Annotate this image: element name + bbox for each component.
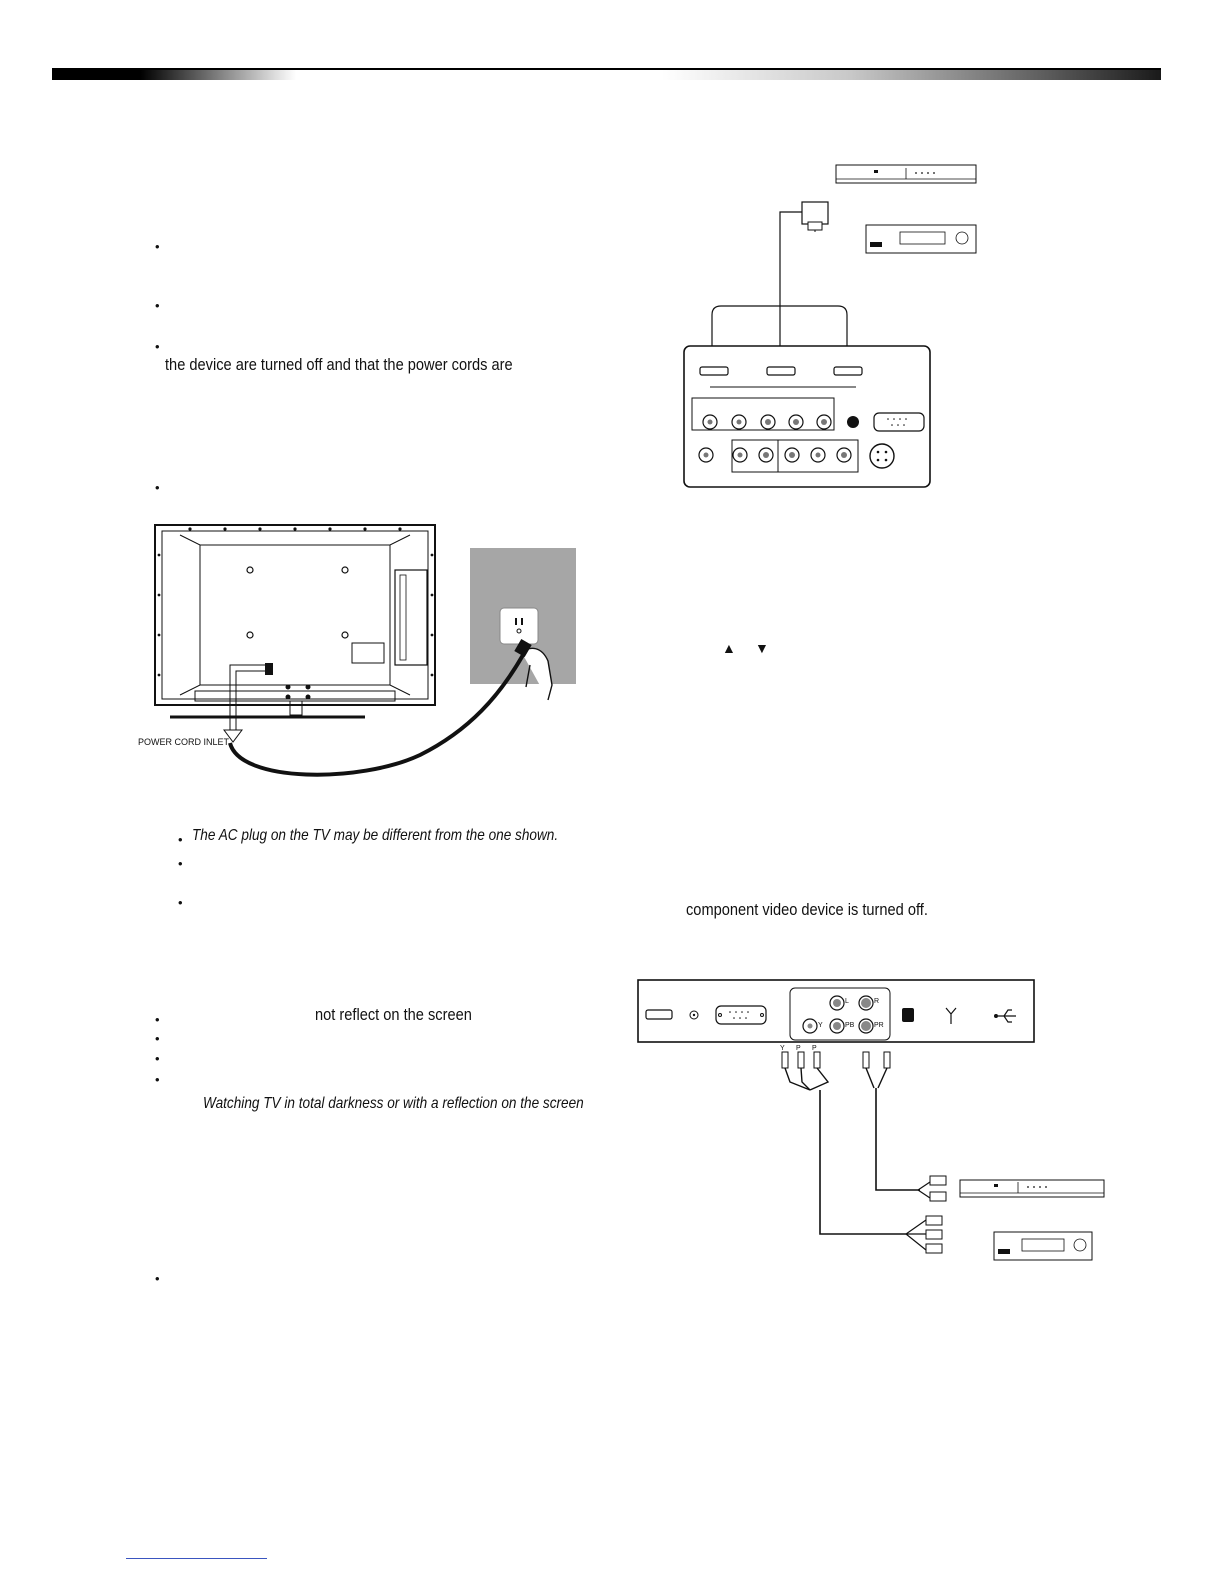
label-audio-right: R: [874, 998, 880, 1005]
bullet: •: [155, 1271, 160, 1286]
bullet: •: [178, 856, 183, 871]
bullet: •: [155, 298, 160, 313]
bullet: •: [155, 1012, 160, 1027]
label-video-y: Y: [818, 1022, 823, 1029]
svg-text:P: P: [796, 1045, 801, 1052]
tv-back-power-diagram: [154, 524, 576, 777]
bullet: •: [155, 1072, 160, 1087]
note-watching-dark: Watching TV in total darkness or with a …: [203, 1095, 584, 1112]
bullet: •: [155, 1051, 160, 1066]
label-video-pb: PB: [845, 1022, 855, 1029]
arrow-down-symbol: ▼: [755, 640, 769, 656]
text-not-reflect: not reflect on the screen: [315, 1005, 472, 1024]
header-bar: [52, 68, 1161, 80]
label-power-cord-inlet: POWER CORD INLET: [138, 737, 230, 747]
bullet: •: [155, 1031, 160, 1046]
label-video-pr: PR: [874, 1022, 884, 1029]
svg-text:Y: Y: [780, 1045, 785, 1052]
label-audio-left: L: [845, 998, 849, 1005]
text-device-off: the device are turned off and that the p…: [165, 355, 513, 374]
note-ac-plug: The AC plug on the TV may be different f…: [192, 827, 559, 844]
bullet: •: [155, 239, 160, 254]
footer-link-line: [126, 1558, 267, 1559]
svg-text:P: P: [812, 1045, 817, 1052]
component-connection-diagram: Y P P: [637, 979, 1105, 1261]
bullet: •: [178, 832, 183, 847]
bullet: •: [155, 480, 160, 495]
hdmi-connection-diagram: [683, 164, 977, 488]
arrow-up-symbol: ▲: [722, 640, 736, 656]
text-component-off: component video device is turned off.: [686, 900, 928, 919]
bullet: •: [155, 339, 160, 354]
bullet: •: [178, 895, 183, 910]
